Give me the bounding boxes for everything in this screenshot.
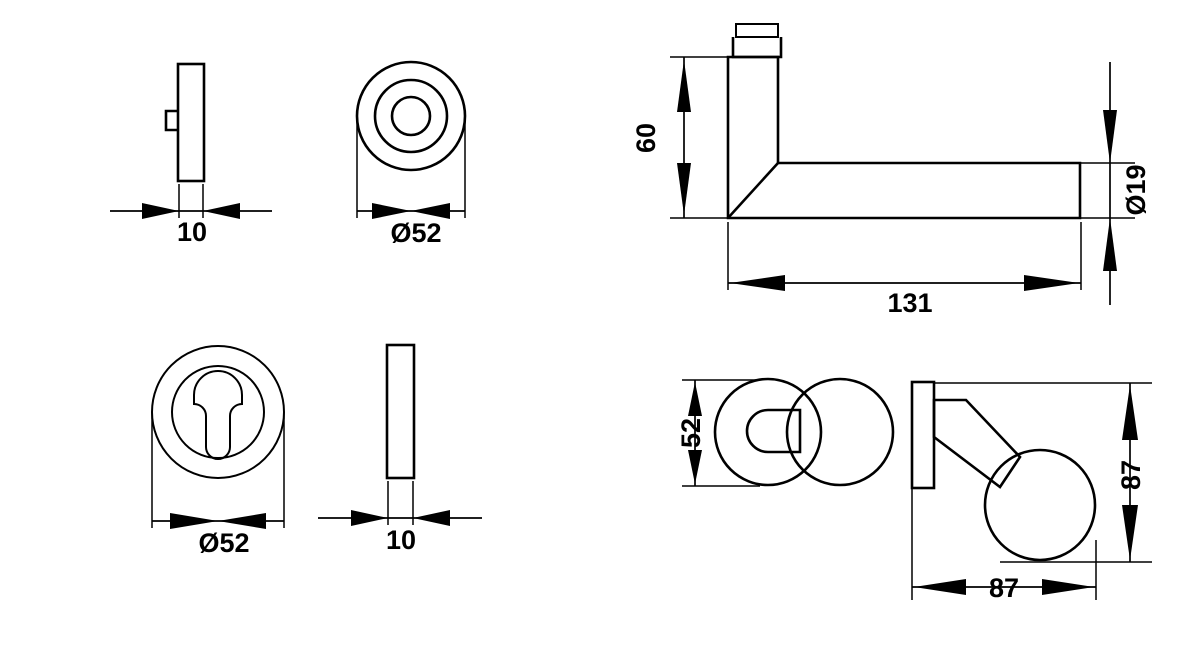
- knob-projection-arrow-left: [914, 579, 966, 595]
- escutcheon-thick-arrow-right: [413, 510, 450, 526]
- escutcheon-side-plate: [385, 343, 416, 480]
- lever-shoulder-chamfer: [727, 162, 779, 219]
- knob-height-label: 87: [1116, 460, 1146, 490]
- lever-height-arrow-bottom: [677, 163, 691, 215]
- knob-projection-label: 87: [989, 573, 1019, 603]
- view-escutcheon-side: 10: [318, 343, 482, 555]
- lever-length-label: 131: [887, 288, 932, 318]
- escutcheon-dia-arrow-left: [170, 513, 218, 529]
- knob-projection-arrow-right: [1042, 579, 1094, 595]
- view-rosette-side: 10: [110, 62, 272, 247]
- rosette-dia-arrow-right: [411, 203, 450, 219]
- escutcheon-inner-circle: [171, 365, 265, 459]
- knob-height-arrow-top: [1122, 385, 1138, 440]
- lever-grip-arrow-bottom: [1103, 218, 1117, 271]
- view-rosette-front: Ø52: [355, 60, 467, 248]
- knob-front-ball: [785, 377, 895, 487]
- rosette-middle-circle: [373, 78, 449, 154]
- view-lever-side: 60 131 Ø19: [631, 23, 1151, 318]
- lever-grip-diameter-label: Ø19: [1121, 164, 1151, 215]
- lever-length-arrow-right: [1024, 275, 1079, 291]
- lever-grip-arrow-top: [1103, 110, 1117, 163]
- knob-front-rosette: [713, 377, 823, 487]
- escutcheon-thick-arrow-left: [351, 510, 388, 526]
- escutcheon-thickness-label: 10: [386, 525, 416, 555]
- lever-body-outline: [726, 55, 1082, 220]
- knob-front-neck: [745, 408, 802, 454]
- rosette-outer-circle: [355, 60, 467, 172]
- knob-side-neck: [932, 398, 1022, 489]
- rosette-thickness-label: 10: [177, 217, 207, 247]
- rosette-thickness-arrow-right: [203, 203, 240, 219]
- escutcheon-keyway: [193, 369, 243, 460]
- knob-rosette-diameter-label: 52: [676, 418, 706, 448]
- rosette-side-plate: [176, 62, 206, 183]
- lever-neck-collar: [731, 37, 783, 59]
- lever-length-arrow-left: [730, 275, 785, 291]
- rosette-side-tab: [164, 109, 178, 132]
- escutcheon-dia-arrow-right: [218, 513, 266, 529]
- rosette-inner-circle: [390, 95, 432, 137]
- knob-side-rose-plate: [910, 380, 936, 490]
- knob-side-ball: [983, 448, 1097, 562]
- lever-height-arrow-top: [677, 60, 691, 112]
- lever-neck-height-label: 60: [631, 123, 661, 153]
- knob-height-arrow-bottom: [1122, 505, 1138, 560]
- lever-spindle-cap: [735, 23, 779, 38]
- knob-rosette-arrow-top: [688, 382, 702, 416]
- view-knob-side: 87 87: [910, 380, 1152, 603]
- rosette-diameter-label: Ø52: [390, 218, 441, 248]
- rosette-dia-arrow-left: [372, 203, 411, 219]
- rosette-thickness-arrow-left: [142, 203, 179, 219]
- escutcheon-diameter-label: Ø52: [198, 528, 249, 558]
- knob-rosette-arrow-bottom: [688, 450, 702, 484]
- view-knob-front: 52: [676, 377, 895, 487]
- view-escutcheon-front: Ø52: [151, 345, 285, 558]
